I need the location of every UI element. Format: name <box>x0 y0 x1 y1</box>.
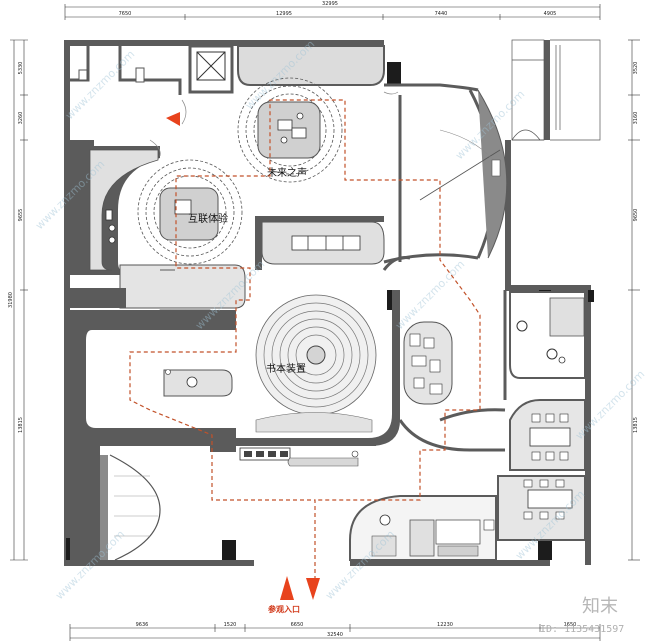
dim-right-seg-1: 3520 <box>633 62 639 75</box>
visitor-route <box>129 99 481 580</box>
room-label-book-installation: 书本装置 <box>266 362 306 375</box>
door-swings <box>149 91 399 157</box>
dim-right-seg-3: 9650 <box>633 209 639 222</box>
dim-top-seg-4: 4905 <box>544 11 557 17</box>
brand-logo: 知末 <box>582 596 618 617</box>
dim-left-seg-1: 5330 <box>18 62 24 75</box>
future-voice-room <box>237 45 385 183</box>
exterior-walls <box>64 40 591 566</box>
right-curved-gallery <box>383 83 508 264</box>
left-lounge <box>70 310 236 446</box>
dim-bottom-seg-1: 9636 <box>136 622 149 628</box>
svg-text:www.znzmo.com: www.znzmo.com <box>63 48 137 122</box>
right-lounge <box>509 291 586 379</box>
fixture <box>78 69 88 81</box>
connector-walls <box>382 256 507 452</box>
dim-left-seg-4: 13815 <box>18 417 24 433</box>
dim-top-seg-2: 12995 <box>276 11 292 17</box>
meeting-room-1 <box>509 399 586 471</box>
dim-right-seg-4: 13815 <box>633 417 639 433</box>
dim-bottom-seg-5: 1650 <box>564 622 577 628</box>
entry-label: 参观入口 <box>267 604 300 614</box>
entry-arrow-icon <box>166 112 320 600</box>
dim-right-seg-2: 3160 <box>633 112 639 125</box>
dim-top-seg-3: 7440 <box>435 11 448 17</box>
brand-id: ID: 1135431597 <box>540 624 624 635</box>
display-shelf <box>239 447 359 467</box>
book-installation <box>236 290 400 446</box>
dim-left-total: 31980 <box>8 292 14 308</box>
elevator-icon <box>196 51 226 81</box>
dim-bottom-seg-4: 12230 <box>437 622 453 628</box>
meeting-room-2 <box>497 475 586 541</box>
bottom-left-curved-room <box>70 446 161 561</box>
dim-left-seg-3: 9655 <box>18 209 24 222</box>
right-balcony <box>511 39 601 141</box>
fixture <box>135 67 145 83</box>
dim-top-seg-1: 7650 <box>119 11 132 17</box>
dim-left-seg-2: 3260 <box>18 112 24 125</box>
bottom-office <box>349 495 497 561</box>
interconnect-room <box>70 146 243 275</box>
dim-bottom-total: 32540 <box>327 632 343 638</box>
svg-text:www.znzmo.com: www.znzmo.com <box>393 258 467 332</box>
dim-top-total: 32995 <box>322 1 338 7</box>
interactive-table <box>403 321 453 405</box>
room-label-interconnect: 互联体验 <box>188 212 228 225</box>
room-label-future-voice: 未来之声 <box>267 166 307 179</box>
dimension-lines <box>10 4 640 641</box>
dim-bottom-seg-2: 1520 <box>224 622 237 628</box>
central-display-island <box>255 216 385 270</box>
dim-bottom-seg-3: 6650 <box>291 622 304 628</box>
